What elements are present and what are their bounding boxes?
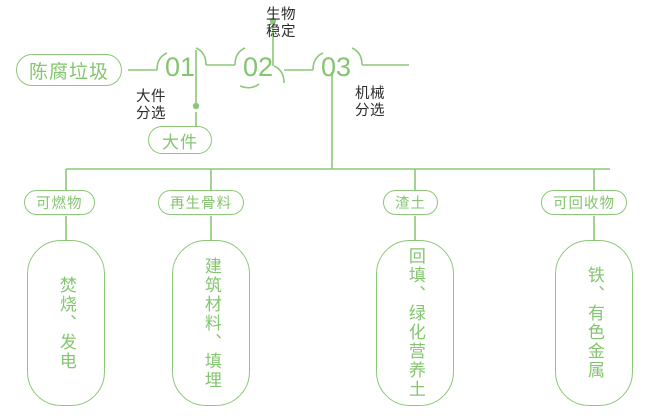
dot-bio xyxy=(269,17,277,25)
bracket-02-bottom xyxy=(239,83,260,89)
dot-bulky xyxy=(192,102,200,110)
bracket-01-left xyxy=(156,52,168,71)
bracket-02-right xyxy=(273,65,285,84)
output-pill-recyclables-label: 可回收物 xyxy=(553,196,615,212)
output-pill-combustibles-label: 可燃物 xyxy=(36,196,83,212)
use-box-slag-soil-text: 回填、绿化营养土 xyxy=(405,247,425,399)
use-box-combustibles-text: 焚烧、发电 xyxy=(56,275,76,371)
step-output-bulky-label: 大件 xyxy=(162,132,198,152)
step-annotation-02: 生物 稳定 xyxy=(266,7,296,41)
use-box-recycled-aggregate[interactable]: 建筑材料、填埋 xyxy=(172,240,250,406)
use-box-slag-soil[interactable]: 回填、绿化营养土 xyxy=(376,240,454,406)
step-annotation-03: 机械 分选 xyxy=(355,86,385,120)
output-pill-recycled-aggregate[interactable]: 再生骨料 xyxy=(158,190,244,215)
output-pill-recyclables[interactable]: 可回收物 xyxy=(541,190,627,215)
use-box-recycled-aggregate-text: 建筑材料、填埋 xyxy=(201,256,221,390)
bracket-02-left xyxy=(234,47,246,66)
output-pill-slag-soil[interactable]: 渣土 xyxy=(383,190,438,215)
step-output-bulky[interactable]: 大件 xyxy=(148,126,212,154)
output-pill-slag-soil-label: 渣土 xyxy=(395,196,426,212)
bracket-03-right xyxy=(351,47,363,66)
source-node-stale-waste[interactable]: 陈腐垃圾 xyxy=(16,54,123,86)
step-number-02[interactable]: 02 xyxy=(243,52,274,82)
step-annotation-01: 大件 分选 xyxy=(136,89,166,123)
use-box-recyclables-text: 铁、有色金属 xyxy=(584,266,604,380)
source-node-label: 陈腐垃圾 xyxy=(29,61,110,83)
step-number-03[interactable]: 03 xyxy=(321,52,352,82)
output-pill-recycled-aggregate-label: 再生骨料 xyxy=(170,196,232,212)
step-number-01[interactable]: 01 xyxy=(165,52,196,82)
bracket-01-right xyxy=(195,47,207,66)
use-box-recyclables[interactable]: 铁、有色金属 xyxy=(555,240,633,406)
use-box-combustibles[interactable]: 焚烧、发电 xyxy=(27,240,105,406)
bracket-03-left xyxy=(312,52,324,71)
output-pill-combustibles[interactable]: 可燃物 xyxy=(24,190,95,215)
